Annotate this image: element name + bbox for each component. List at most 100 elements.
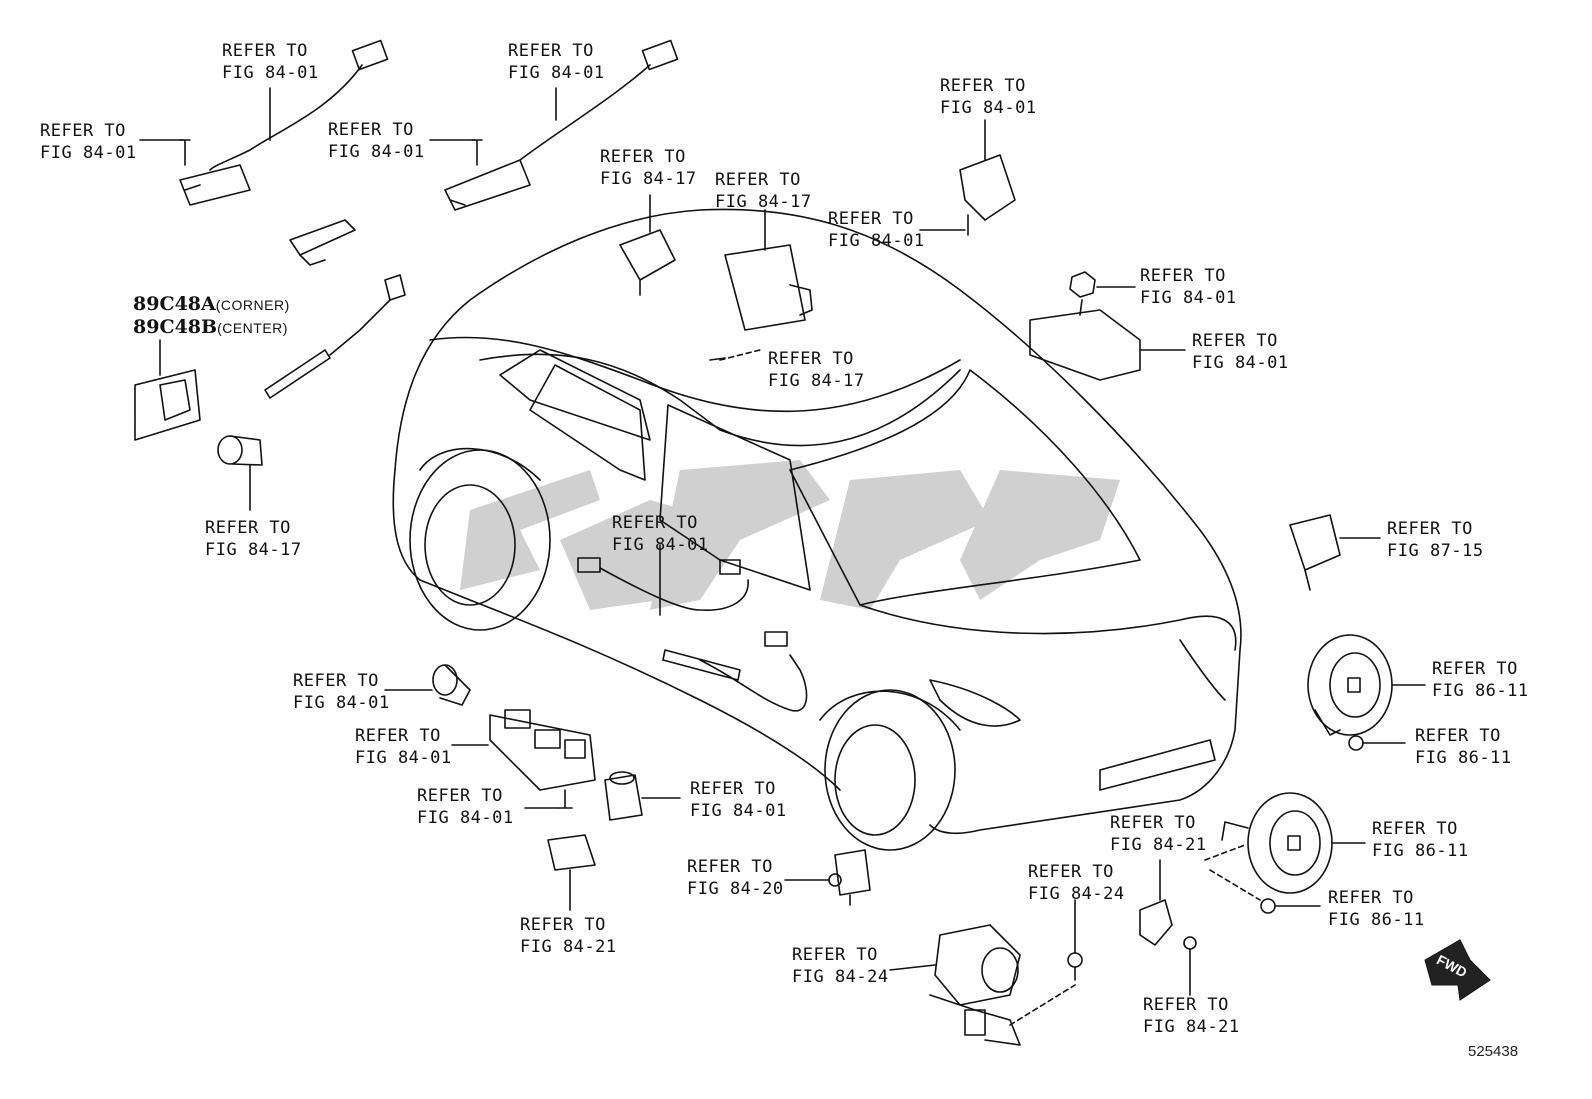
ecu-module: [709, 209, 813, 361]
callout-text-line: FIG 87-15: [1387, 541, 1484, 561]
nut: [1069, 271, 1136, 298]
callout-text-line: REFER TO: [1372, 819, 1458, 839]
callout-text-line: FIG 84-01: [1140, 288, 1237, 308]
callout-text-line: FIG 84-24: [792, 967, 889, 987]
callout-text-line: REFER TO: [205, 518, 291, 538]
callout-text-line: REFER TO: [828, 209, 914, 229]
callout-text-line: FIG 84-01: [417, 808, 514, 828]
callout-text-line: REFER TO: [1028, 862, 1114, 882]
callout-text-line: FIG 86-11: [1328, 910, 1425, 930]
callout-text-line: REFER TO: [1110, 813, 1196, 833]
leader-lines: [269, 87, 557, 141]
module-block: [784, 849, 871, 906]
sensor-wire-mid: [444, 39, 679, 211]
callout-text-line: FIG 84-01: [940, 98, 1037, 118]
horn-upper-bolt: [1348, 735, 1406, 751]
callout-text-line: REFER TO: [600, 147, 686, 167]
callout-text-line: REFER TO: [1140, 266, 1226, 286]
callout-text-line: FIG 84-21: [1110, 835, 1207, 855]
part-number-b: 89C48B: [133, 316, 218, 338]
side-sensor: [1289, 514, 1381, 591]
switch-right: [604, 771, 681, 821]
door-harness: [577, 544, 808, 712]
callout-text-line: FIG 84-01: [508, 63, 605, 83]
callout-text-line: REFER TO: [1415, 726, 1501, 746]
cap-block: [547, 834, 596, 911]
screw-left: [139, 139, 191, 166]
callout-text-line: FIG 84-17: [768, 371, 865, 391]
callout-text-line: FIG 84-01: [293, 693, 390, 713]
callout-text-line: FIG 84-17: [600, 169, 697, 189]
callout-text-line: FIG 84-21: [520, 937, 617, 957]
callout-text-line: FIG 84-01: [355, 748, 452, 768]
callout-text-line: FIG 84-01: [328, 142, 425, 162]
callout-text-line: FIG 86-11: [1372, 841, 1469, 861]
connector-small: [289, 219, 356, 266]
callout-text-line: FIG 86-11: [1415, 748, 1512, 768]
sensor-wire-left: [179, 39, 389, 206]
callout-text-line: FIG 84-17: [715, 192, 812, 212]
window-switch: [451, 709, 596, 791]
clip-bolt: [1183, 936, 1197, 996]
switch-screw: [524, 789, 573, 809]
callout-text-line: REFER TO: [417, 786, 503, 806]
clip-block: [1139, 859, 1173, 946]
callout-text-line: REFER TO: [520, 915, 606, 935]
callout-text-line: FIG 84-17: [205, 540, 302, 560]
small-switch: [384, 664, 471, 706]
callout-text-line: REFER TO: [328, 120, 414, 140]
callout-text-line: REFER TO: [768, 349, 854, 369]
part-number-b-note: (CENTER): [217, 320, 288, 336]
callout-text-line: REFER TO: [612, 513, 698, 533]
callout-text-line: REFER TO: [715, 170, 801, 190]
callout-text-line: FIG 84-21: [1143, 1017, 1240, 1037]
screw-mid: [429, 139, 483, 166]
buzzer: [889, 924, 1076, 1046]
horn-upper: [1307, 634, 1426, 736]
callout-text-line: REFER TO: [690, 779, 776, 799]
callout-text-line: REFER TO: [222, 41, 308, 61]
fwd-arrow-icon: [1424, 939, 1491, 1001]
vehicle-outline: [392, 208, 1242, 851]
diagram-id: 525438: [1468, 1043, 1519, 1060]
callout-text-line: FIG 84-01: [690, 801, 787, 821]
callout-text-line: FIG 84-01: [612, 535, 709, 555]
callout-text-line: FIG 84-01: [40, 143, 137, 163]
callout-text-line: REFER TO: [1192, 331, 1278, 351]
callout-text-line: REFER TO: [1387, 519, 1473, 539]
relay-top: [919, 119, 1016, 236]
callout-text-line: FIG 84-01: [828, 231, 925, 251]
horn-lower-bolt: [1260, 898, 1321, 914]
callout-text-line: FIG 84-01: [1192, 353, 1289, 373]
temp-probe: [264, 274, 406, 399]
callout-text-line: REFER TO: [1432, 659, 1518, 679]
callout-text-line: REFER TO: [1143, 995, 1229, 1015]
callout-text-line: REFER TO: [508, 41, 594, 61]
callout-text-line: FIG 84-20: [687, 879, 784, 899]
callout-text-line: REFER TO: [687, 857, 773, 877]
part-number-a-note: (CORNER): [215, 297, 290, 313]
callout-text-line: FIG 84-01: [222, 63, 319, 83]
